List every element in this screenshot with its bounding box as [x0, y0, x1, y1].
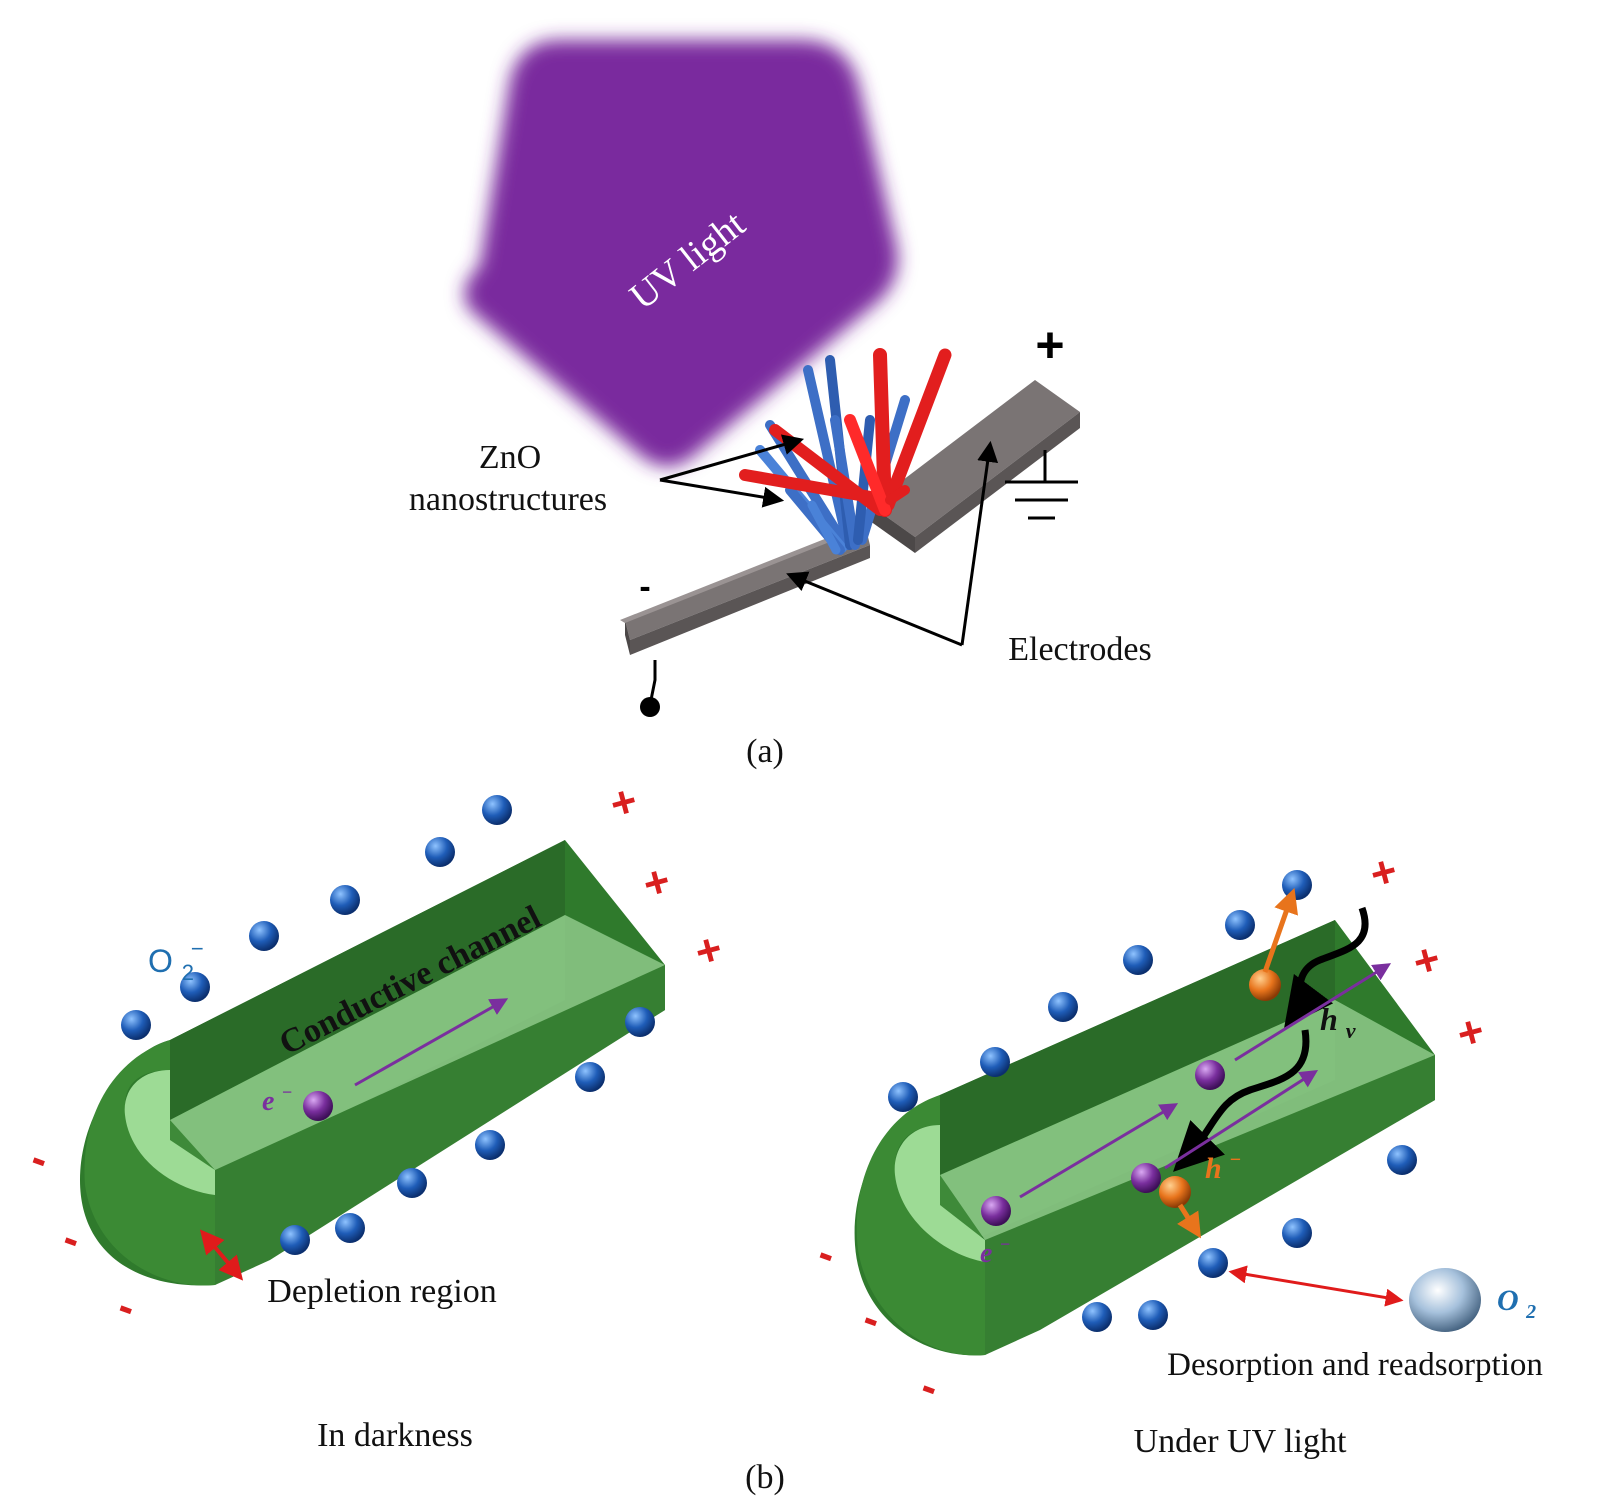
electron-superscript: − — [281, 1082, 292, 1102]
electrodes-arrow-right — [960, 440, 999, 646]
desorption-label: Desorption and readsorption — [1167, 1347, 1543, 1383]
zno-label-line2: nanostructures — [409, 481, 607, 518]
panel-a-caption: (a) — [746, 733, 784, 770]
hole-sphere — [1159, 1176, 1191, 1208]
electrode-positive — [870, 380, 1080, 553]
plus-sign-dark-2: + — [638, 856, 676, 910]
o2-minus-superscript: − — [191, 936, 204, 961]
hv-subscript: v — [1346, 1018, 1356, 1043]
electron-uv-left — [981, 1196, 1011, 1226]
plus-sign-uv-3: + — [1452, 1006, 1490, 1060]
free-oxygen-symbol: O — [1497, 1284, 1519, 1317]
plus-sign-dark-1: + — [605, 776, 643, 830]
front-core-uv — [894, 1125, 985, 1262]
electron-uv-top — [1195, 1060, 1225, 1090]
zno-arrow-upper — [659, 434, 805, 482]
photon-wave-upper — [1284, 906, 1369, 1028]
o2-minus-subscript: 2 — [182, 960, 194, 985]
slab-top-dark — [170, 840, 565, 1120]
minus-sign-uv-3: - — [915, 1361, 946, 1412]
photon-wave-lower — [1173, 1029, 1310, 1172]
electron-flow-arrow-uv-3 — [1164, 1070, 1319, 1170]
free-oxygen-subscript: 2 — [1525, 1301, 1536, 1323]
minus-sign-dark-3: - — [112, 1281, 143, 1332]
slab-top-uv — [940, 920, 1335, 1175]
hole-superscript: − — [1229, 1149, 1241, 1171]
zno-arrow-lower — [659, 478, 785, 508]
adsorbed-oxygen-dark — [121, 795, 655, 1255]
zno-label-line1: ZnO — [479, 439, 541, 476]
uv-title: Under UV light — [1134, 1423, 1347, 1460]
negative-sign: - — [639, 568, 650, 606]
minus-sign-dark-1: - — [25, 1133, 56, 1184]
electron-label-dark: e − — [262, 1082, 292, 1117]
electron-flow-arrow-uv-1 — [1019, 1103, 1179, 1199]
free-oxygen-molecule — [1409, 1268, 1481, 1332]
panel-b-darkness: O 2 − Conductive channel e − Depletion r… — [25, 776, 728, 1454]
plus-sign-uv-1: + — [1365, 846, 1403, 900]
electron-dark — [303, 1091, 333, 1121]
negative-terminal-dot — [640, 697, 660, 717]
panel-a: UV light — [409, 40, 1152, 770]
adsorbed-oxygen-uv — [888, 870, 1417, 1332]
panel-b-caption: (b) — [745, 1459, 785, 1496]
minus-sign-uv-2: - — [857, 1293, 888, 1344]
electron-flow-arrow-dark — [354, 998, 509, 1087]
electrode-negative — [620, 525, 870, 655]
front-core-dark — [124, 1070, 215, 1195]
electron-uv-superscript: − — [999, 1234, 1010, 1254]
o2-minus-label: O 2 − — [148, 936, 204, 987]
hv-label: h v — [1320, 1001, 1356, 1043]
panel-b-uv: h v e − h − O 2 Desorption and readsorpt… — [812, 846, 1543, 1460]
hole-symbol: h — [1205, 1152, 1222, 1185]
desorption-arrow-top — [1262, 887, 1299, 973]
electrodes-arrow-left — [786, 571, 963, 647]
hole-arrow — [1177, 1203, 1201, 1239]
minus-sign-uv-1: - — [812, 1228, 843, 1279]
negative-lead-wire — [648, 660, 657, 706]
free-oxygen-label: O 2 — [1497, 1284, 1536, 1323]
conductive-channel-dark — [170, 915, 665, 1170]
electrodes-label: Electrodes — [1008, 631, 1152, 668]
minus-sign-dark-2: - — [57, 1213, 88, 1264]
slab-lower-dark — [215, 965, 665, 1285]
o2-minus-symbol: O — [148, 943, 173, 979]
plus-sign-dark-3: + — [690, 924, 728, 978]
hole-label: h − — [1205, 1149, 1241, 1185]
electron-uv-mid — [1131, 1163, 1161, 1193]
desorbing-oxygen-top — [1249, 969, 1281, 1001]
depletion-region-arrow — [199, 1229, 244, 1281]
slab-lower-uv — [985, 1055, 1435, 1355]
darkness-title: In darkness — [317, 1417, 473, 1454]
electron-uv-symbol: e — [980, 1238, 992, 1269]
uv-light-source — [464, 40, 898, 467]
electron-flow-arrow-uv-2 — [1234, 963, 1392, 1062]
desorption-readsorption-arrow — [1228, 1265, 1404, 1307]
depletion-region-label: Depletion region — [267, 1273, 496, 1310]
hv-symbol: h — [1320, 1001, 1338, 1037]
positive-sign: + — [1035, 317, 1064, 373]
plus-sign-uv-2: + — [1408, 934, 1446, 988]
electron-symbol: e — [262, 1086, 274, 1117]
electron-label-uv: e − — [980, 1234, 1010, 1269]
ground-symbol — [1005, 450, 1078, 520]
